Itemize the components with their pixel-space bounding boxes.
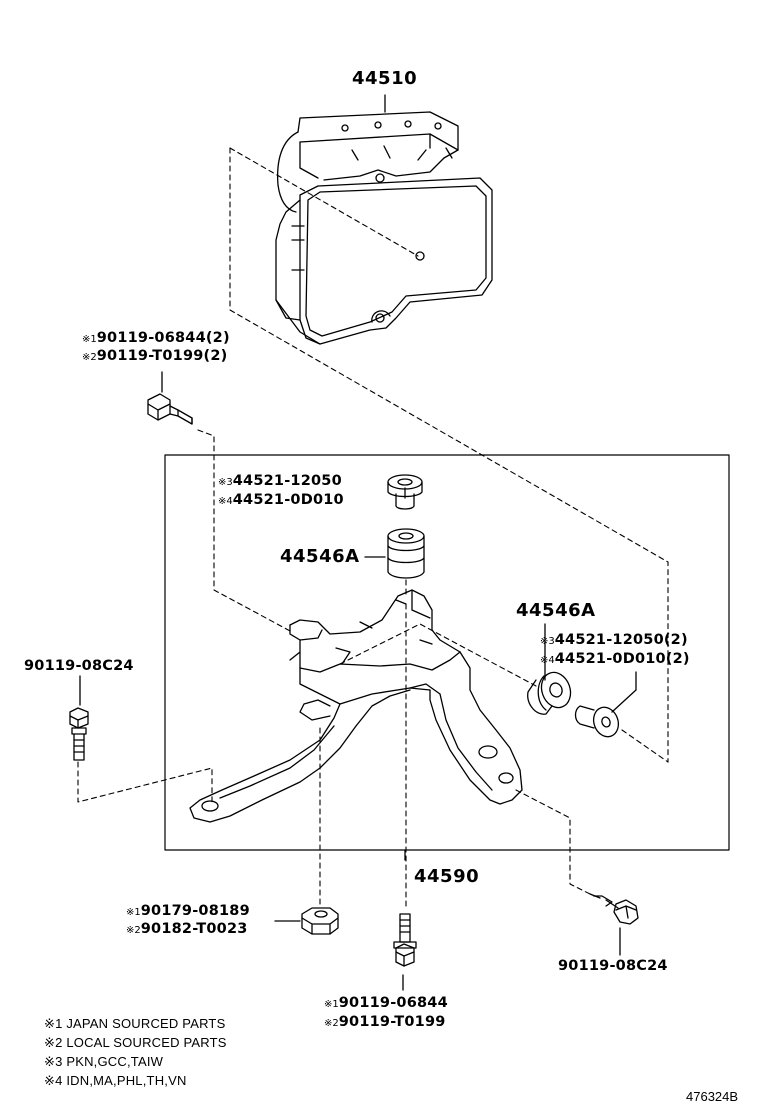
bolt-top-drawing [147,393,193,425]
part-number: 44521-12050 [232,473,342,489]
bolt-right-drawing [589,893,639,925]
note-1: ※1 JAPAN SOURCED PARTS [44,1016,226,1031]
collar-side-label-line2: ※444521-0D010(2) [540,651,690,667]
part-number: 44521-0D010 [232,492,344,508]
note-3: ※3 PKN,GCC,TAIW [44,1054,164,1069]
part-number: 90119-06844 [338,995,448,1011]
part-number: 44521-0D010(2) [554,651,690,667]
note-2: ※2 LOCAL SOURCED PARTS [44,1035,227,1050]
stud-bottom-drawing [393,913,417,967]
note-marker: ※2 [324,1018,339,1029]
note-marker: ※1 [82,334,97,345]
note-4: ※4 IDN,MA,PHL,TH,VN [44,1073,187,1088]
part-number: 90119-T0199 [338,1014,446,1030]
bolt-top-label-line2: ※290119-T0199(2) [82,348,227,364]
assembly-dashed-lines [77,147,669,911]
nut-bottom-drawing [301,907,339,935]
note-marker: ※3 [540,636,555,647]
part-number: 90179-08189 [140,903,250,919]
nut-bottom-label-line2: ※290182-T0023 [126,921,248,937]
part-number: 90182-T0023 [140,921,248,937]
figure-reference: 476324B [686,1089,739,1104]
note-marker: ※3 [218,477,233,488]
note-marker: ※4 [540,655,555,666]
collar-side-label-line1: ※344521-12050(2) [540,632,688,648]
part-number: 90119-T0199(2) [96,348,228,364]
note-marker: ※1 [126,907,141,918]
collar-top-drawing [387,474,423,510]
cushion-side-drawing [527,671,572,715]
part-number: 90119-06844(2) [96,330,230,346]
part-label-cushion-top: 44546A [280,546,360,567]
bracket-group-frame [164,454,730,851]
bolt-left-label: 90119-08C24 [24,658,134,674]
abs-actuator-drawing [275,111,493,345]
part-label-44510: 44510 [352,68,418,89]
stud-bottom-label-line1: ※190119-06844 [324,995,448,1011]
note-marker: ※2 [126,925,141,936]
note-marker: ※2 [82,352,97,363]
bolt-right-label: 90119-08C24 [558,958,668,974]
part-label-44590: 44590 [414,866,480,887]
bolt-top-label-line1: ※190119-06844(2) [82,330,230,346]
stud-bottom-label-line2: ※290119-T0199 [324,1014,446,1030]
leader-collar-side [611,671,637,713]
collar-top-label-line1: ※344521-12050 [218,473,342,489]
bolt-left-drawing [69,707,89,761]
collar-top-label-line2: ※444521-0D010 [218,492,344,508]
note-marker: ※1 [324,999,339,1010]
part-number: 44521-12050(2) [554,632,688,648]
collar-side-drawing [574,705,620,738]
bracket-drawing [189,589,523,823]
note-marker: ※4 [218,496,233,507]
part-label-cushion-side: 44546A [516,600,596,621]
cushion-top-drawing [387,528,425,579]
nut-bottom-label-line1: ※190179-08189 [126,903,250,919]
